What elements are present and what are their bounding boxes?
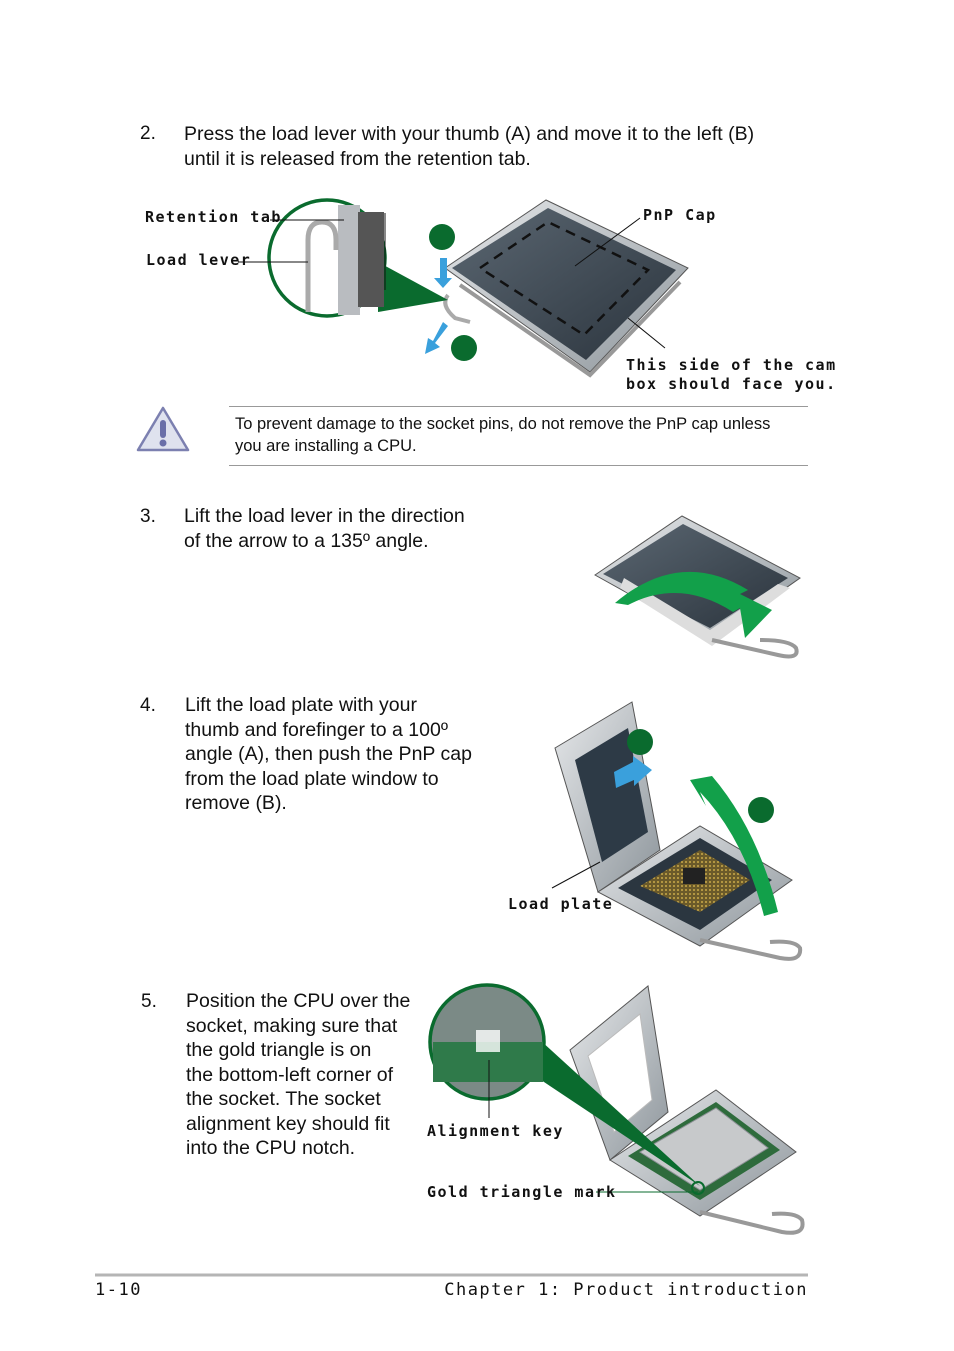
label-cam-box-line2: box should face you. [626,375,837,393]
label-alignment-key: Alignment key [427,1122,564,1140]
caution-text: To prevent damage to the socket pins, do… [235,415,771,455]
step2-callout-magnifier [267,198,448,318]
step4-line-4: from the load plate window to [185,767,439,790]
arrow-push-icon [614,756,652,788]
step4-socket-illustration [551,701,803,961]
step5-line-4: the bottom-left corner of [186,1063,394,1086]
step5-callout-magnifier [428,983,700,1186]
label-retention-tab: Retention tab [145,208,282,226]
step5-line-2: socket, making sure that [186,1014,398,1037]
step5-socket-illustration [569,985,805,1235]
label-load-lever: Load lever [146,251,252,269]
marker-b-dot [451,335,477,361]
step5-line-1: Position the CPU over the [186,990,411,1012]
marker-b-dot-step4 [748,797,774,823]
step4-number: 4. [140,695,156,716]
step5-line-3: the gold triangle is on [186,1039,372,1061]
step5-line-6: alignment key should fit [186,1112,390,1135]
step5-number: 5. [141,991,157,1012]
label-load-plate: Load plate [508,895,614,913]
step4-line-5: remove (B). [185,792,287,814]
step2-text: Press the load lever with your thumb (A)… [184,123,755,170]
label-pnp-cap: PnP Cap [643,206,717,224]
step2-leader-lines [238,213,666,349]
marker-a-dot-step4 [627,729,653,755]
step4-line-1: Lift the load plate with your [185,694,417,716]
step3-text: Lift the load lever in the direction of … [184,504,465,553]
step3-line-2: of the arrow to a 135º angle. [184,529,429,552]
step4-text: Lift the load plate with your thumb and … [185,693,472,816]
step3-socket-illustration [594,515,801,659]
label-gold-triangle-mark: Gold triangle mark [427,1183,617,1201]
step5-line-5: the socket. The socket [186,1088,381,1110]
arrow-left-icon [425,322,448,354]
step4-line-2: thumb and forefinger to a 100º [185,718,448,741]
step3-number: 3. [140,506,156,527]
step3-line-1: Lift the load lever in the direction [184,505,465,527]
arrow-down-icon [434,258,452,288]
step5-text: Position the CPU over the socket, making… [186,989,410,1161]
step5-line-7: into the CPU notch. [186,1137,356,1159]
marker-a-dot [429,224,455,250]
step4-line-3: angle (A), then push the PnP cap [185,743,472,765]
chapter-title: Chapter 1: Product introduction [444,1280,808,1300]
page-number: 1-10 [95,1280,142,1300]
step2-socket-illustration [443,199,689,378]
label-cam-box-line1: This side of the cam [626,356,837,374]
warning-triangle-icon [136,406,190,452]
step2-number: 2. [140,123,156,144]
